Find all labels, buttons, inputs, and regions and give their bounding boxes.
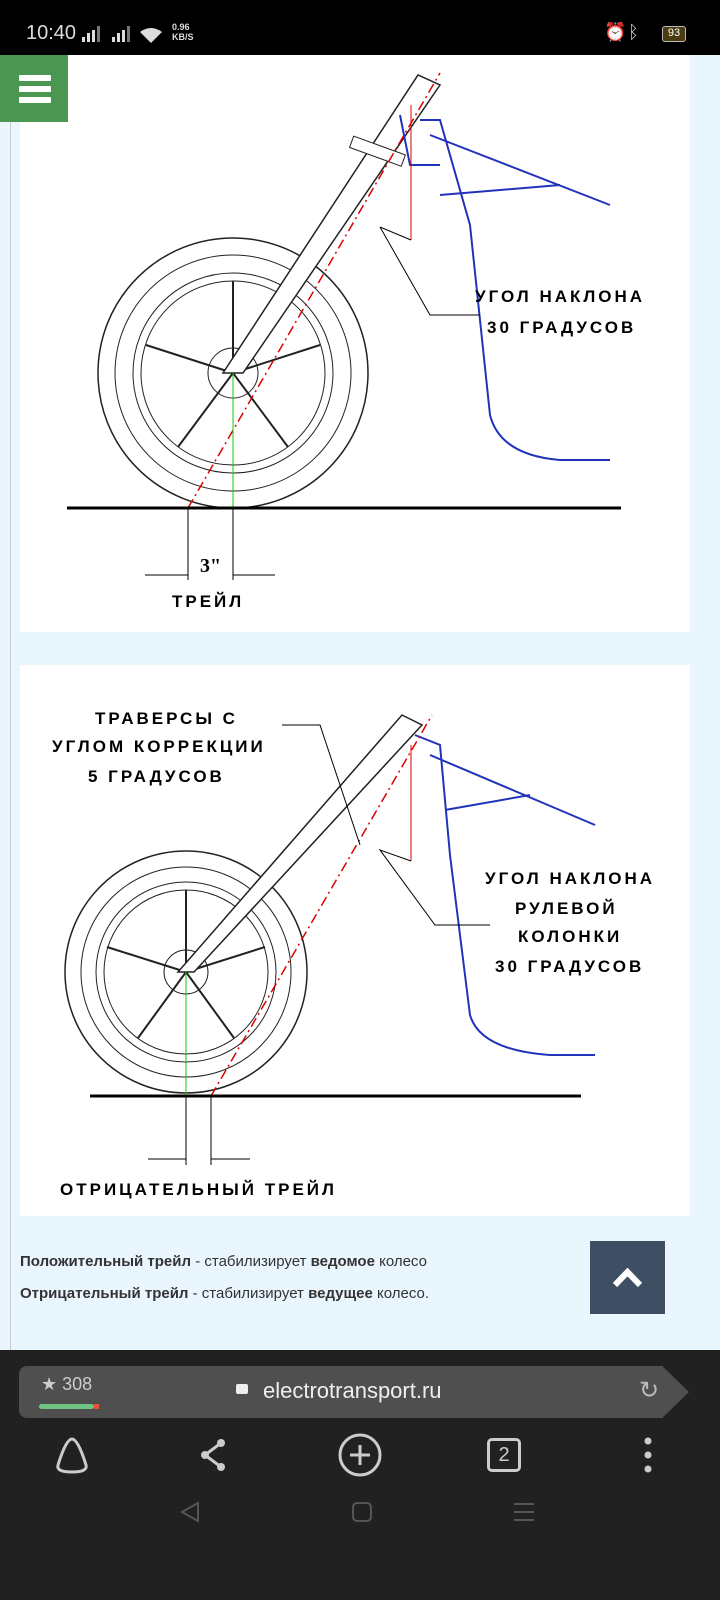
lock-icon[interactable] — [236, 1384, 248, 1394]
angle-label: УГОЛ НАКЛОНА — [475, 287, 645, 306]
address-bar[interactable]: ★ 308 electrotransport.ru ↻ — [19, 1366, 689, 1418]
more-menu-icon[interactable] — [618, 1420, 678, 1490]
trail-value: 3" — [200, 555, 221, 577]
text-positive-trail: Положительный трейл - стабилизирует ведо… — [20, 1253, 427, 1270]
angle-label: КОЛОНКИ — [518, 927, 622, 946]
chevron-up-icon — [612, 1267, 643, 1288]
nav-recents-icon[interactable] — [512, 1500, 536, 1524]
bluetooth-icon: ᛒ — [628, 22, 639, 42]
reload-icon[interactable]: ↻ — [639, 1377, 660, 1404]
diagram-negative-trail: ТРАВЕРСЫ С УГЛОМ КОРРЕКЦИИ 5 ГРАДУСОВ УГ… — [20, 665, 690, 1216]
trail-label: ТРЕЙЛ — [172, 592, 244, 611]
text-negative-trail: Отрицательный трейл - стабилизирует веду… — [20, 1285, 430, 1302]
new-tab-icon[interactable] — [330, 1420, 390, 1490]
diagram-positive-trail: УГОЛ НАКЛОНА 30 ГРАДУСОВ 3" ТРЕЙЛ — [20, 55, 690, 632]
angle-label: 30 ГРАДУСОВ — [495, 957, 644, 976]
traverse-label: 5 ГРАДУСОВ — [88, 767, 225, 786]
page-content: УГОЛ НАКЛОНА 30 ГРАДУСОВ 3" ТРЕЙЛ ТРАВЕР… — [10, 55, 698, 1350]
signal-wifi-icons — [82, 26, 162, 43]
tabs-button[interactable]: 2 — [474, 1420, 534, 1490]
rating-bar — [39, 1404, 99, 1409]
nav-home-icon[interactable] — [350, 1500, 374, 1524]
alarm-icon: ⏰ — [604, 22, 627, 42]
alice-assistant-button[interactable] — [42, 1420, 102, 1490]
battery-icon: 93 — [662, 26, 686, 42]
angle-label: РУЛЕВОЙ — [515, 899, 618, 918]
angle-label: УГОЛ НАКЛОНА — [485, 869, 655, 888]
nav-back-icon[interactable] — [178, 1500, 202, 1524]
clock: 10:40 — [26, 22, 77, 44]
menu-button[interactable] — [0, 55, 68, 122]
trail-label: ОТРИЦАТЕЛЬНЫЙ ТРЕЙЛ — [60, 1180, 337, 1199]
site-rating[interactable]: ★ 308 — [41, 1374, 93, 1394]
browser-toolbar: ★ 308 electrotransport.ru ↻ 2 — [0, 1350, 720, 1600]
angle-value: 30 ГРАДУСОВ — [487, 318, 636, 337]
share-icon[interactable] — [185, 1420, 245, 1490]
scroll-to-top-button[interactable] — [590, 1241, 665, 1314]
traverse-label: ТРАВЕРСЫ С — [95, 709, 238, 728]
url-host[interactable]: electrotransport.ru — [263, 1378, 442, 1403]
traverse-label: УГЛОМ КОРРЕКЦИИ — [52, 737, 266, 756]
